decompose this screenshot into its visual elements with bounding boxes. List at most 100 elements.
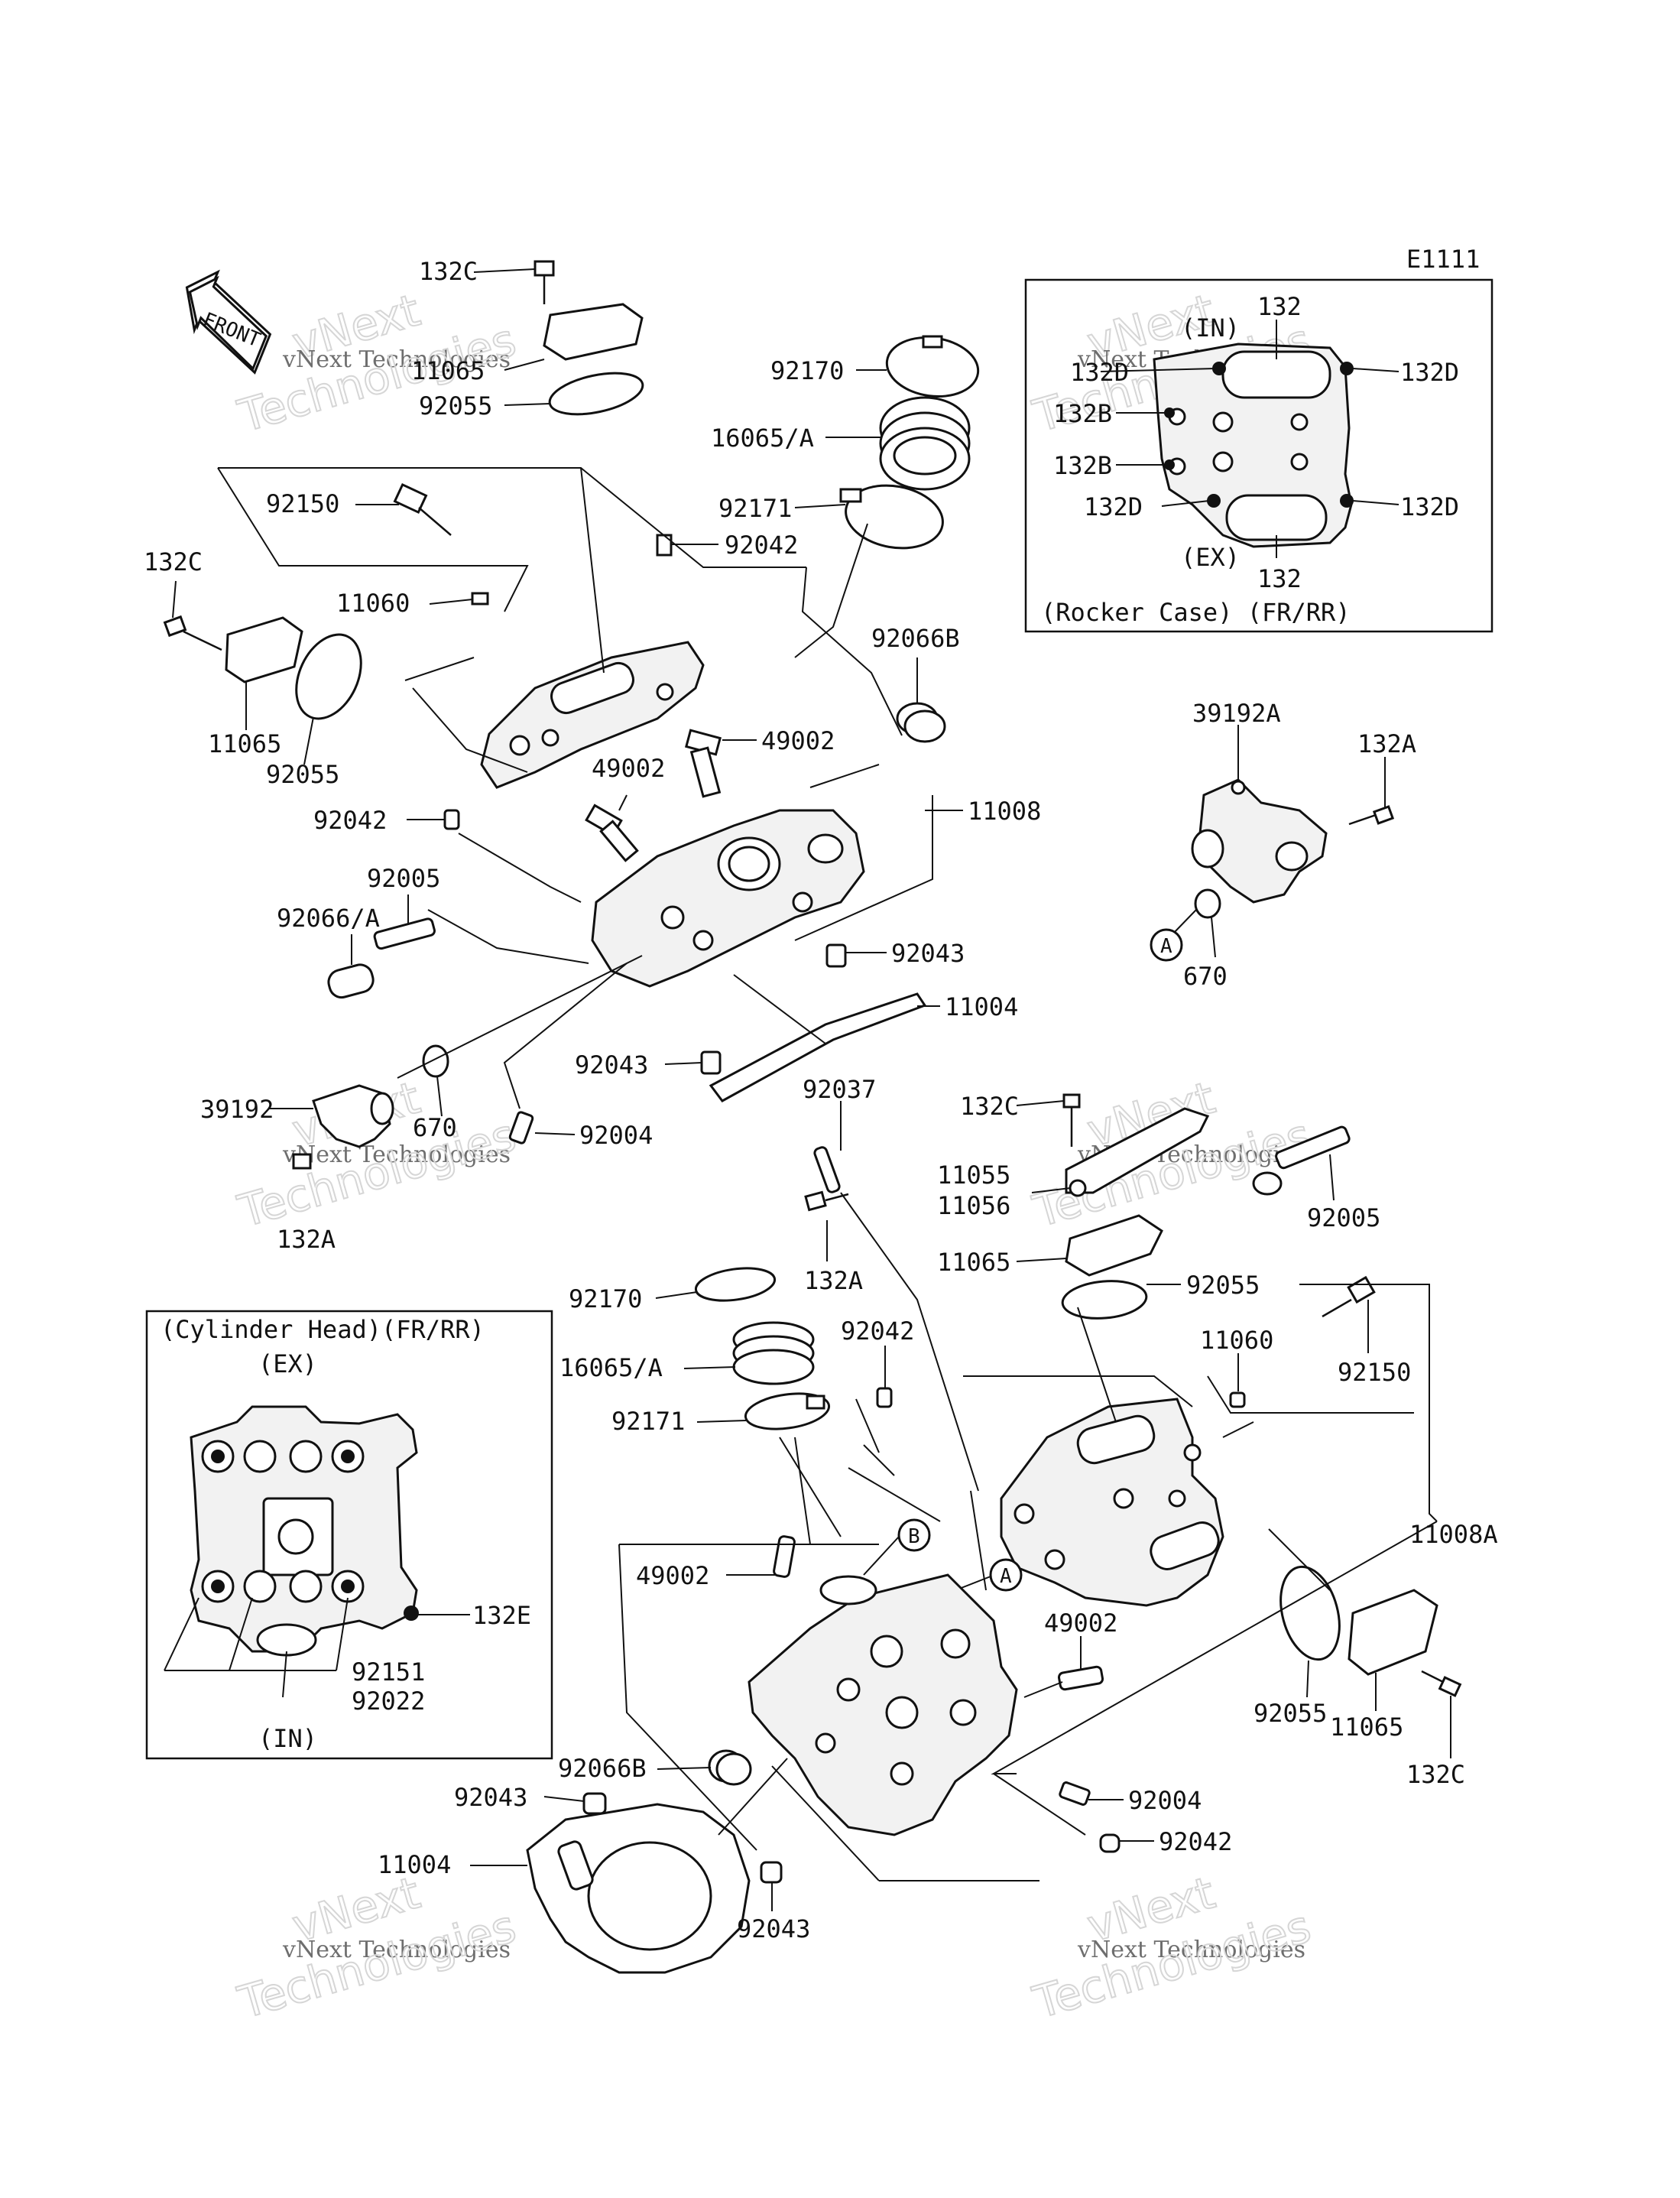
label-92042-left: 92042 [313,806,387,835]
gasket-11004-bottom [470,1803,751,1974]
label-11055: 11055 [937,1161,1010,1190]
svg-text:A: A [1000,1565,1012,1588]
label-11065-left: 11065 [208,729,281,758]
cylinder-head-front [591,809,865,988]
label-92055-mid: 92055 [1186,1271,1260,1300]
svg-text:vNext Technologies: vNext Technologies [282,346,511,373]
cylinder-in-label: (IN) [258,1724,317,1753]
sensor-49002-lower [585,794,639,862]
label-92037: 92037 [803,1075,876,1104]
pipe-92005-left [373,894,436,950]
label-92171-top: 92171 [718,494,792,523]
cap-92066a-left [327,934,375,999]
bolt-132c-mid [1016,1093,1081,1147]
label-92150-mid: 92150 [1338,1358,1411,1387]
label-132a-left: 132A [277,1225,336,1254]
label-132c-rear: 132C [1406,1760,1465,1789]
rocker-case-front [480,641,705,789]
cylinder-head-inset: (Cylinder Head)(FR/RR) (EX) 132E 92151 9… [145,1310,553,1760]
dowel-92043-bottom-left [543,1792,607,1815]
label-92171-bottom: 92171 [611,1407,685,1436]
plug-92066b-bottom [657,1749,752,1786]
rocker-label-132d-left-bottom: 132D [1084,492,1143,521]
label-49002-upper: 49002 [761,726,835,755]
label-39192: 39192 [200,1095,274,1124]
label-92042-top: 92042 [725,531,798,560]
dowel-92043-front-upper [825,943,887,968]
fitting-39192a-right [1191,725,1395,904]
cover-11065-rear [1348,1589,1438,1711]
label-16065a-bottom: 16065/A [559,1353,663,1382]
stud-92004-bottom [1059,1781,1124,1806]
rocker-case-inset: 132 132D 132D 132B 132B 132D 132D 132 (I… [1024,278,1494,633]
bracket-11055 [1031,1107,1210,1197]
cylinder-label-92022: 92022 [352,1687,425,1716]
dowel-92042-bottom-lower [1099,1833,1154,1853]
label-11060-mid: 11060 [1200,1326,1273,1355]
plug-92066b-top [896,657,946,743]
watermark-bottom-left: vNext vNext Technologies Technologies [232,1865,522,2029]
label-11008: 11008 [968,797,1041,826]
label-49002-bottom-left: 49002 [636,1561,709,1590]
sensor-49002-upper [684,729,757,798]
label-92042-bottom-upper: 92042 [841,1317,914,1346]
rocker-in-label: (IN) [1181,313,1240,343]
rocker-label-132d-right-bottom: 132D [1400,492,1459,521]
gasket-92055-rear [1279,1565,1341,1698]
label-132c-top: 132C [419,257,478,286]
label-49002-lower: 49002 [592,754,665,783]
label-132a-right: 132A [1357,729,1416,758]
label-92004-bottom: 92004 [1128,1786,1202,1815]
label-92170-bottom: 92170 [569,1284,642,1313]
label-92042-bottom-lower: 92042 [1159,1827,1232,1856]
stud-92004-front [508,1111,576,1144]
cylinder-label-132e: 132E [472,1601,531,1630]
label-92066a-left: 92066/A [277,904,380,933]
rocker-label-132d-left-top: 132D [1070,358,1129,387]
front-arrow: FRONT [185,269,272,375]
label-11008a: 11008A [1409,1520,1498,1549]
rocker-label-132b-lower: 132B [1053,451,1112,480]
label-132c-mid: 132C [960,1092,1019,1121]
bolt-132c-rear [1421,1670,1462,1758]
cover-11065-left [163,580,362,765]
label-16065a-top: 16065/A [711,424,814,453]
rocker-case-rear [1000,1398,1224,1607]
svg-text:vNext Technologies: vNext Technologies [282,1141,511,1168]
rocker-label-132b-upper: 132B [1053,399,1112,428]
pipe-92005-right [1252,1125,1351,1201]
label-92055-left: 92055 [266,760,339,789]
cover-11065-top [504,303,644,416]
label-92150-top: 92150 [266,489,339,518]
bolt-132a-bottom [804,1190,849,1261]
label-11065-top: 11065 [411,356,485,385]
joint-16065a-top [825,396,971,491]
label-11004-bottom: 11004 [378,1850,451,1879]
label-132c-left: 132C [144,547,203,576]
label-39192a: 39192A [1192,699,1281,728]
label-92005-right: 92005 [1307,1203,1380,1232]
label-132a-bottom: 132A [804,1266,863,1295]
label-92066b-bottom: 92066B [558,1754,647,1783]
label-670-right: 670 [1183,962,1228,991]
label-11065-mid: 11065 [937,1248,1010,1277]
svg-text:B: B [908,1525,920,1548]
svg-text:A: A [1160,935,1172,958]
callout-b: B [863,1518,931,1576]
oring-670-left [422,1044,449,1117]
callout-a-right: A [1150,928,1183,962]
label-92004-front: 92004 [579,1121,653,1150]
cylinder-ex-label: (EX) [258,1349,317,1378]
watermark-bottom-right: vNext vNext Technologies Technologies [1026,1865,1317,2029]
label-92043-bottom-left: 92043 [454,1783,527,1812]
label-11004-front: 11004 [945,992,1018,1021]
cylinder-inset-title: (Cylinder Head)(FR/RR) [161,1315,485,1344]
clamp-92170-bottom [655,1267,777,1302]
cover-11065-mid [1016,1214,1181,1320]
part-labels: 132C 11065 92055 92150 11060 132C 11065 … [144,257,1498,1943]
label-92066b-top: 92066B [871,624,960,653]
clamp-92171-top [794,484,944,550]
joint-16065a-bottom [683,1321,815,1385]
sensor-49002-bottom-right [1057,1636,1104,1691]
